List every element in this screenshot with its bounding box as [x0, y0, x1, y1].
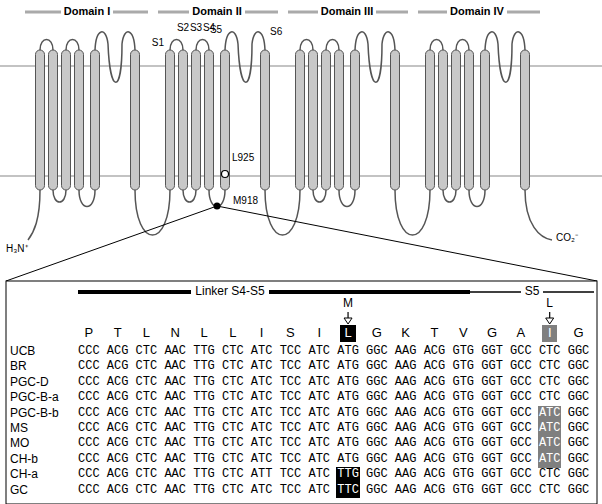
codon-sequence: CCC ACG CTC AAC TTG CTC ATC TCC ATC ATG …	[78, 407, 532, 421]
sample-name: PGC-B-b	[10, 407, 59, 421]
amino-acid: I	[317, 326, 321, 341]
intracellular-loops	[28, 190, 552, 240]
segment-label: S3	[190, 22, 202, 34]
domain-label: Domain I	[61, 5, 113, 18]
segment-label: S5	[210, 24, 222, 36]
residue-marker-filled	[214, 203, 221, 210]
sample-name: PGC-D	[10, 376, 49, 390]
highlight-text: ATC	[539, 407, 561, 421]
amino-acid: L	[200, 326, 207, 341]
amino-acid: S	[286, 326, 295, 341]
amino-acid: P	[84, 326, 93, 341]
domain-helices	[36, 32, 140, 207]
codon-sequence: CCC ACG CTC AAC TTG CTC ATC TCC ATC ATG …	[78, 376, 589, 390]
highlight-text: ATC	[539, 453, 561, 467]
amino-acid: L	[229, 326, 236, 341]
sample-name: MS	[10, 422, 28, 436]
codon-sequence: CCC ACG CTC AAC TTG CTC ATC TCC ATC ATG …	[78, 437, 532, 451]
sample-name: BR	[10, 360, 27, 374]
amino-acid: G	[487, 326, 497, 341]
sample-name: CH-a	[10, 468, 38, 482]
residue-marker-open	[222, 171, 229, 178]
domain-label: Domain II	[189, 5, 245, 18]
segment-label: S1	[152, 37, 164, 49]
residue-label: L925	[232, 152, 254, 164]
highlighted-codon: TTG	[336, 467, 360, 483]
amino-acid: A	[517, 326, 526, 341]
terminus-label: H₃N⁺	[6, 243, 28, 255]
region-label: S5	[521, 285, 544, 299]
highlighted-codon: TTC	[336, 483, 360, 499]
sample-name: UCB	[10, 345, 35, 359]
highlight-text: L	[344, 326, 351, 341]
residue-label: M918	[233, 195, 258, 207]
highlighted-codon: ATC	[538, 452, 562, 468]
highlighted-codon: ATC	[538, 436, 562, 452]
mutation-arrow	[549, 312, 550, 318]
sample-name: GC	[10, 484, 28, 498]
amino-acid: L	[143, 326, 150, 341]
amino-acid: K	[401, 326, 410, 341]
mutation-label: M	[343, 297, 353, 311]
codon-sequence: GGC AAG ACG GTG GGT GCC CTC GGC	[366, 468, 589, 482]
codon-sequence: CCC ACG CTC AAC TTG CTC ATC TCC ATC ATG …	[78, 360, 589, 374]
domain-label: Domain III	[318, 5, 377, 18]
amino-acid: G	[372, 326, 382, 341]
domain-label: Domain IV	[447, 5, 507, 18]
terminus-label: CO₂⁻	[556, 232, 578, 244]
codon-sequence: CCC ACG CTC AAC TTG CTC ATT TCC ATC	[78, 468, 330, 482]
codon-sequence: CCC ACG CTC AAC TTG CTC ATC TCC ATC	[78, 484, 330, 498]
amino-acid: T	[114, 326, 122, 341]
sample-name: MO	[10, 437, 29, 451]
codon-sequence: GGC AAG ACG GTG GGT GCC CTC GGC	[366, 484, 589, 498]
amino-acid: V	[459, 326, 468, 341]
segment-label: S2	[177, 22, 189, 34]
mutation-arrowhead	[344, 318, 352, 324]
codon-sequence: CCC ACG CTC AAC TTG CTC ATC TCC ATC ATG …	[78, 391, 589, 405]
domain-helices	[426, 32, 530, 207]
linker-bar	[78, 290, 470, 294]
highlight-text: ATC	[539, 437, 561, 451]
codon-sequence: GGC	[568, 453, 590, 467]
highlighted-residue: L	[340, 325, 355, 342]
sample-name: PGC-B-a	[10, 391, 59, 405]
mutation-arrow	[347, 312, 348, 318]
highlighted-codon: ATC	[538, 421, 562, 437]
highlight-text: ATC	[539, 422, 561, 436]
zoom-lines	[6, 206, 597, 281]
region-label: Linker S4-S5	[191, 285, 268, 299]
codon-sequence: GGC	[568, 407, 590, 421]
amino-acid: T	[430, 326, 438, 341]
domain-helices	[166, 32, 270, 207]
mutation-label: L	[546, 297, 553, 311]
highlight-text: TTC	[337, 484, 359, 498]
highlighted-codon: ATC	[538, 406, 562, 422]
sample-name: CH-b	[10, 453, 38, 467]
codon-sequence: CCC ACG CTC AAC TTG CTC ATC TCC ATC ATG …	[78, 422, 532, 436]
highlighted-residue: I	[542, 325, 557, 342]
codon-sequence: CCC ACG CTC AAC TTG CTC ATC TCC ATC ATG …	[78, 345, 589, 359]
codon-sequence: CCC ACG CTC AAC TTG CTC ATC TCC ATC ATG …	[78, 453, 532, 467]
codon-sequence: GGC	[568, 437, 590, 451]
highlight-text: TTG	[337, 468, 359, 482]
codon-sequence: GGC	[568, 422, 590, 436]
segment-label: S6	[270, 26, 282, 38]
inset-frame	[6, 281, 597, 504]
domain-helices	[296, 32, 400, 207]
amino-acid: I	[260, 326, 264, 341]
highlight-text: I	[546, 326, 553, 341]
amino-acid: G	[573, 326, 583, 341]
amino-acid: N	[171, 326, 180, 341]
mutation-arrowhead	[546, 318, 554, 324]
